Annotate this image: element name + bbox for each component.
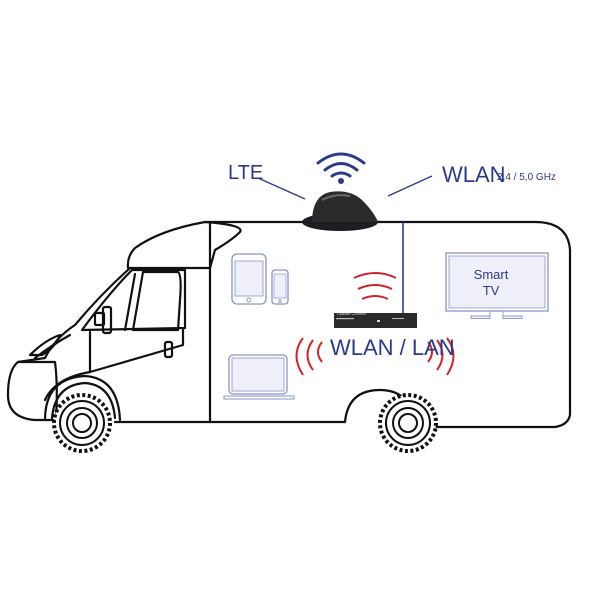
lte-pointer-line — [257, 177, 306, 200]
smartphone-icon — [271, 269, 289, 305]
tablet-icon — [231, 253, 267, 305]
wlan-lan-label: WLAN / LAN — [330, 335, 455, 360]
router — [334, 313, 417, 328]
router-signal-arcs-left — [295, 337, 323, 376]
smart-tv-icon — [445, 252, 549, 319]
laptop-icon — [223, 354, 295, 400]
rear-wheel — [378, 393, 438, 453]
wifi-icon — [316, 152, 366, 184]
smart-tv-label-line1: Smart — [473, 267, 509, 282]
router-signal-arcs-right — [427, 337, 455, 376]
router-signal-arcs-top — [353, 272, 397, 300]
roof-antenna — [302, 191, 378, 231]
wlan-frequency-label: 2,4 / 5,0 GHz — [497, 172, 556, 183]
smart-tv-label: Smart TV — [446, 267, 536, 299]
router-brand-label: Dyaline Connect — [337, 311, 367, 316]
smart-tv-label-line2: TV — [482, 283, 500, 298]
wlan-label: WLAN — [442, 162, 506, 187]
lte-label: LTE — [228, 162, 264, 184]
wlan-pointer-line — [387, 175, 433, 197]
front-wheel — [52, 393, 112, 453]
